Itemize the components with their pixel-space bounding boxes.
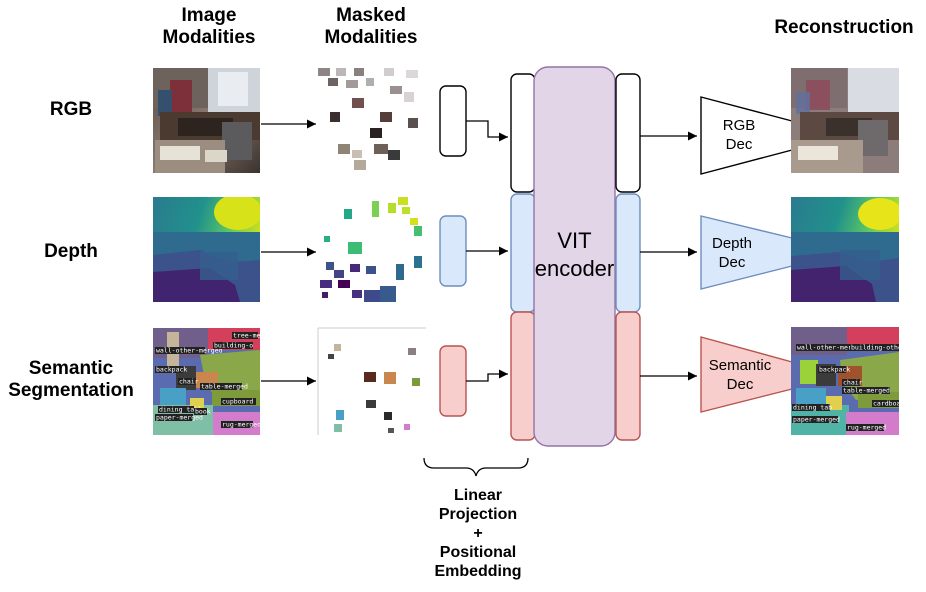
rgb-decoder-label-line2: Dec	[726, 136, 753, 153]
seg-out-tag: paper-merged	[793, 416, 840, 424]
arrow-sem-proj-to-tokens	[466, 369, 508, 382]
seg-out-tag: cardboa	[873, 400, 900, 408]
header-reconstruction: Reconstruction	[774, 17, 914, 38]
seg-in-tag: tree-merged	[233, 332, 276, 340]
vit-encoder-label-line2: encoder	[535, 256, 615, 281]
seg-in-tag: building-o	[214, 342, 253, 350]
seg-out-tag: chair	[843, 379, 863, 387]
vit-encoder-label-line1: VIT	[557, 228, 591, 253]
depth-decoder-label-line1: Depth	[712, 235, 752, 252]
rgb-input-image	[153, 68, 260, 173]
seg-out-tag: dining tab	[793, 404, 832, 412]
seg-in-tag: rug-merged	[222, 421, 261, 429]
seg-out-tag: rug-merged	[847, 424, 886, 432]
seg-out-tag: table-merged	[843, 387, 890, 395]
seg-in-tag: paper-merged	[156, 414, 203, 422]
seg-in-tag: backpack	[156, 366, 187, 374]
masked-semantic-image	[317, 327, 426, 435]
projection-box-depth	[439, 215, 467, 287]
depth-decoder-label-line2: Dec	[719, 254, 746, 271]
header-image-modalities: Image Modalities	[162, 5, 256, 48]
tokens-left-depth	[510, 193, 536, 313]
semantic-decoder-label-line2: Dec	[727, 376, 754, 393]
seg-out-tag: building-other	[851, 344, 906, 352]
seg-in-tag: book	[195, 408, 211, 416]
semantic-decoder-label-line1: Semantic	[709, 357, 772, 374]
vit-encoder-block	[533, 66, 616, 447]
depth-decoder	[700, 215, 793, 290]
arrow-rgb-proj-to-tokens	[466, 120, 508, 142]
seg-in-tag: chair	[179, 378, 199, 386]
depth-input-image	[153, 197, 260, 302]
seg-out-tag: backpack	[819, 366, 850, 374]
semantic-input-tags: wall-other-merged building-o tree-merged…	[155, 332, 276, 429]
semantic-decoder	[700, 336, 793, 413]
tokens-right-semantic	[615, 311, 641, 441]
tokens-left-rgb	[510, 73, 536, 193]
rgb-reconstruction-image	[791, 68, 899, 173]
tokens-right-rgb	[615, 73, 641, 193]
seg-in-tag: dining table	[159, 406, 206, 414]
row-label-semantic: Semantic Segmentation	[8, 358, 134, 401]
projection-box-semantic	[439, 345, 467, 417]
projection-brace	[423, 457, 529, 477]
rgb-decoder-label-line1: RGB	[723, 117, 756, 134]
masked-rgb-image	[318, 68, 426, 173]
masked-depth-image	[318, 197, 426, 302]
tokens-left-semantic	[510, 311, 536, 441]
seg-in-tag: cupboard	[222, 398, 253, 406]
tokens-right-depth	[615, 193, 641, 313]
row-label-rgb: RGB	[49, 99, 93, 120]
projection-box-rgb	[439, 85, 467, 157]
row-label-depth: Depth	[44, 241, 98, 262]
semantic-reconstruction-tags: wall-other-merg building-other backpack …	[792, 344, 906, 432]
seg-in-tag: wall-other-merged	[156, 347, 223, 355]
seg-out-tag: wall-other-merg	[797, 344, 856, 352]
seg-in-tag: table-merged	[201, 383, 248, 391]
projection-note: Linear Projection + Positional Embedding	[434, 487, 522, 580]
header-masked-modalities: Masked Modalities	[324, 5, 418, 48]
depth-reconstruction-image	[791, 197, 899, 302]
